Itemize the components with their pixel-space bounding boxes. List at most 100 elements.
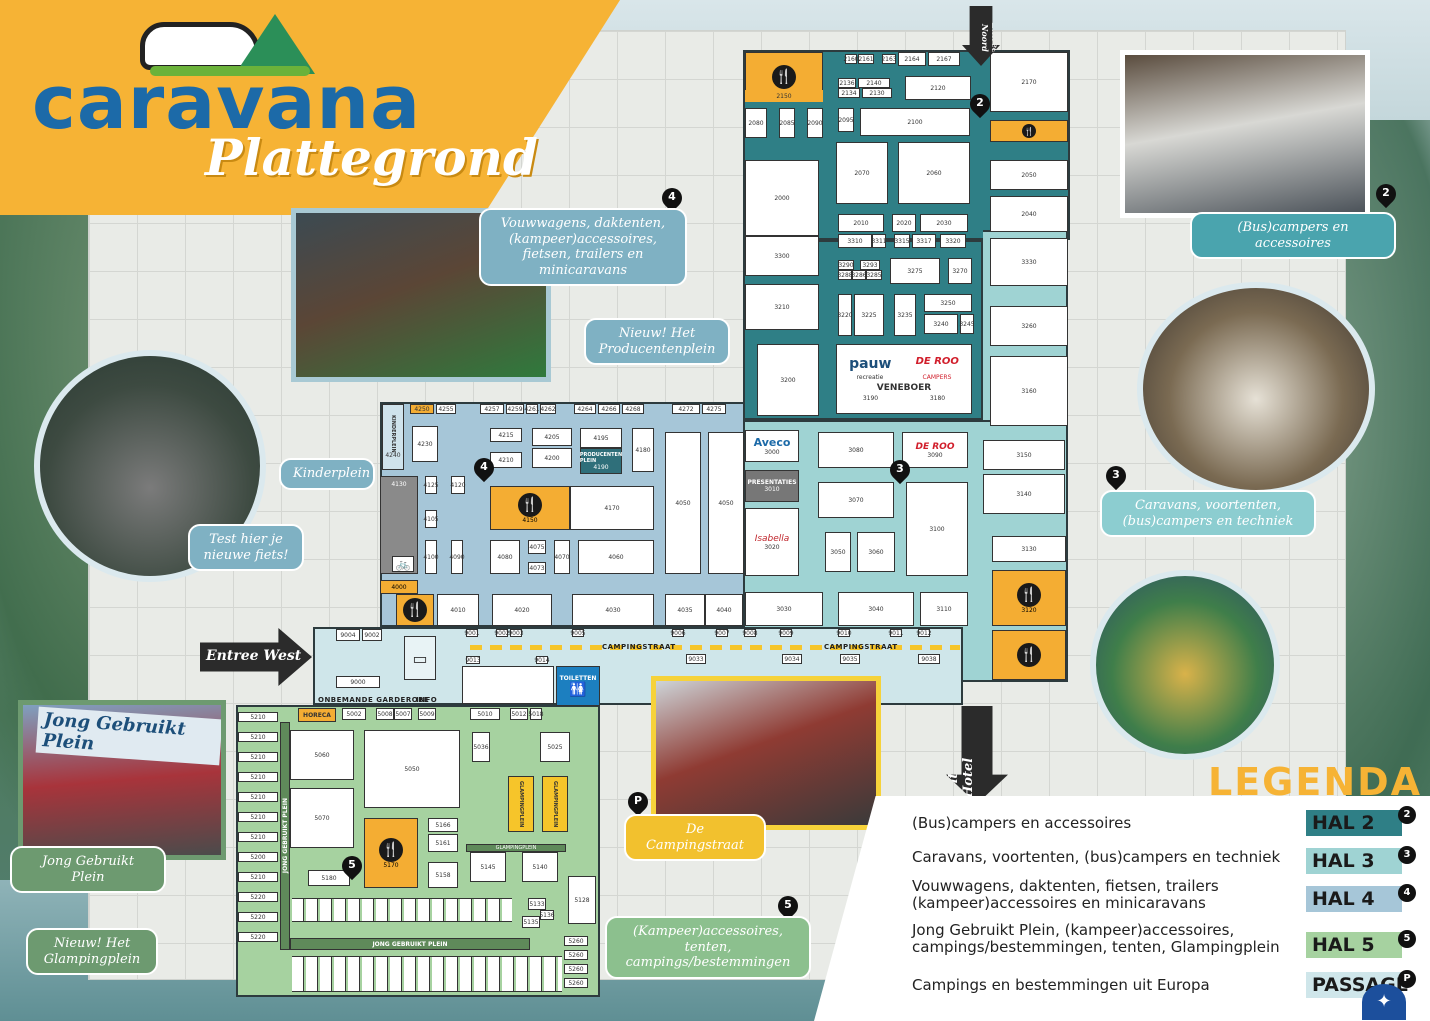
booth[interactable]: 4259 — [506, 404, 524, 414]
booth-aveco[interactable]: Aveco 3000 — [745, 430, 799, 462]
booth[interactable]: 9004 — [336, 629, 360, 641]
booth[interactable]: 4070 — [554, 540, 570, 574]
restaurant[interactable]: 🍴3120 — [992, 570, 1066, 626]
booth[interactable]: 2150 — [745, 90, 823, 102]
booth[interactable]: 3270 — [948, 258, 972, 284]
booth[interactable]: 4040 — [705, 594, 743, 626]
booth[interactable]: 9033 — [686, 654, 706, 664]
booth[interactable]: 2040 — [990, 196, 1068, 232]
booth-isabella[interactable]: Isabella 3020 — [745, 508, 799, 576]
booth[interactable]: 4272 — [672, 404, 700, 414]
booth[interactable]: 5210 — [238, 712, 278, 722]
booth[interactable]: 3245 — [959, 314, 975, 334]
booth[interactable]: 2020 — [892, 214, 916, 232]
booth[interactable]: 2085 — [779, 108, 795, 138]
booth[interactable]: 4090 — [449, 540, 465, 574]
booth[interactable]: 2000 — [745, 160, 819, 236]
booth[interactable]: 4010 — [437, 594, 479, 626]
booth[interactable]: 5210 — [238, 752, 278, 762]
booth[interactable]: 3235 — [894, 294, 916, 336]
booth[interactable]: 5007 — [394, 708, 412, 720]
legend-row-passage[interactable]: Campings en bestemmingen uit Europa PASS… — [912, 970, 1416, 1002]
booth[interactable]: 3160 — [990, 356, 1068, 426]
booth[interactable]: 4170 — [570, 486, 654, 530]
booth[interactable]: 5210 — [238, 732, 278, 742]
booth[interactable]: 5135 — [522, 916, 540, 928]
legend-row-hal-3[interactable]: Caravans, voortenten, (bus)campers en te… — [912, 846, 1416, 878]
booth[interactable]: 4050 — [708, 432, 744, 574]
booth[interactable]: 5128 — [568, 876, 596, 924]
booth[interactable]: 5210 — [238, 792, 278, 802]
booth[interactable]: 3250 — [924, 294, 972, 312]
booth[interactable]: 5260 — [564, 964, 588, 974]
booth[interactable]: 9010 — [836, 629, 852, 637]
booth[interactable]: 5010 — [470, 708, 500, 720]
exhibitor-block-pauw-deroo[interactable]: pauw DE ROO recreatie CAMPERS VENEBOER 3… — [836, 344, 972, 414]
booth[interactable]: 4210 — [490, 452, 522, 468]
booth[interactable]: 2134 — [838, 88, 860, 98]
toiletten[interactable]: TOILETTEN 🚻 — [556, 666, 600, 706]
booth[interactable]: 9001 — [464, 629, 480, 637]
booth[interactable]: 9000 — [336, 676, 380, 688]
booth[interactable]: 5210 — [238, 832, 278, 842]
booth[interactable]: 2070 — [836, 142, 888, 204]
booth[interactable]: 2120 — [905, 76, 971, 100]
booth[interactable]: 9008 — [742, 629, 758, 637]
booth[interactable]: 4268 — [622, 404, 644, 414]
booth[interactable]: 2100 — [860, 108, 970, 136]
booth[interactable]: 4035 — [665, 594, 705, 626]
producentenplein-area[interactable]: PRODUCENTEN PLEIN 4190 — [580, 448, 622, 474]
booth[interactable]: 5220 — [238, 912, 278, 922]
booth[interactable]: 9013 — [465, 656, 481, 664]
booth[interactable]: 3320 — [940, 234, 966, 248]
kinderplein-area[interactable]: KINDERPLEIN 4240 — [382, 404, 404, 470]
booth[interactable]: 2160 — [843, 54, 859, 64]
booth[interactable]: 3060 — [857, 532, 895, 572]
booth[interactable]: 4205 — [532, 428, 572, 446]
restaurant[interactable]: 🍴5170 — [364, 818, 418, 888]
booth[interactable]: 5145 — [470, 852, 506, 882]
booth-row[interactable] — [292, 898, 512, 922]
booth-deroo[interactable]: DE ROO 3090 — [902, 432, 968, 468]
booth[interactable]: 9005 — [570, 629, 586, 637]
booth[interactable]: 9002 — [362, 629, 382, 641]
booth[interactable]: 2136 — [838, 78, 856, 88]
booth[interactable]: 3070 — [818, 482, 894, 518]
booth[interactable]: 2030 — [920, 214, 968, 232]
booth[interactable]: 4125 — [423, 476, 439, 494]
booth[interactable]: 3293 — [860, 260, 880, 270]
booth[interactable]: 2164 — [898, 52, 926, 66]
booth[interactable]: 9011 — [888, 629, 904, 637]
booth[interactable]: 5210 — [238, 872, 278, 882]
restaurant[interactable]: 🍴4150 — [490, 486, 570, 530]
booth[interactable]: 5036 — [472, 732, 490, 762]
booth[interactable]: 3210 — [745, 284, 819, 330]
booth[interactable]: 3240 — [924, 314, 958, 334]
booth[interactable]: 4250 — [410, 404, 434, 414]
glamping-tent[interactable]: GLAMPINGPLEIN — [508, 776, 534, 832]
booth[interactable]: 9002 — [494, 629, 510, 637]
booth[interactable]: 5220 — [238, 932, 278, 942]
booth[interactable]: 3260 — [990, 306, 1068, 346]
booth[interactable]: 4261 — [524, 404, 540, 414]
booth[interactable]: 3330 — [990, 238, 1068, 286]
booth[interactable]: 4230 — [412, 426, 438, 462]
booth[interactable]: 2010 — [838, 214, 884, 232]
booth[interactable]: 3286 — [851, 270, 867, 280]
booth[interactable]: 2167 — [928, 52, 960, 66]
booth[interactable]: 9014 — [534, 656, 550, 664]
booth[interactable]: 4262 — [540, 404, 556, 414]
booth[interactable]: 2130 — [862, 88, 892, 98]
booth[interactable]: 4264 — [574, 404, 596, 414]
booth[interactable]: 5136 — [539, 910, 555, 920]
booth[interactable]: 9007 — [714, 629, 730, 637]
booth[interactable]: 9003 — [508, 629, 524, 637]
booth[interactable]: 3220 — [837, 294, 853, 336]
presentaties-stage[interactable]: PRESENTATIES 3010 — [745, 470, 799, 502]
booth[interactable]: 4075 — [528, 540, 546, 554]
booth[interactable]: 3275 — [890, 258, 940, 284]
booth[interactable]: 5008 — [376, 708, 394, 720]
booth[interactable]: 4200 — [532, 448, 572, 468]
booth[interactable]: 3288 — [837, 270, 853, 280]
booth[interactable]: 4000 — [380, 580, 418, 594]
